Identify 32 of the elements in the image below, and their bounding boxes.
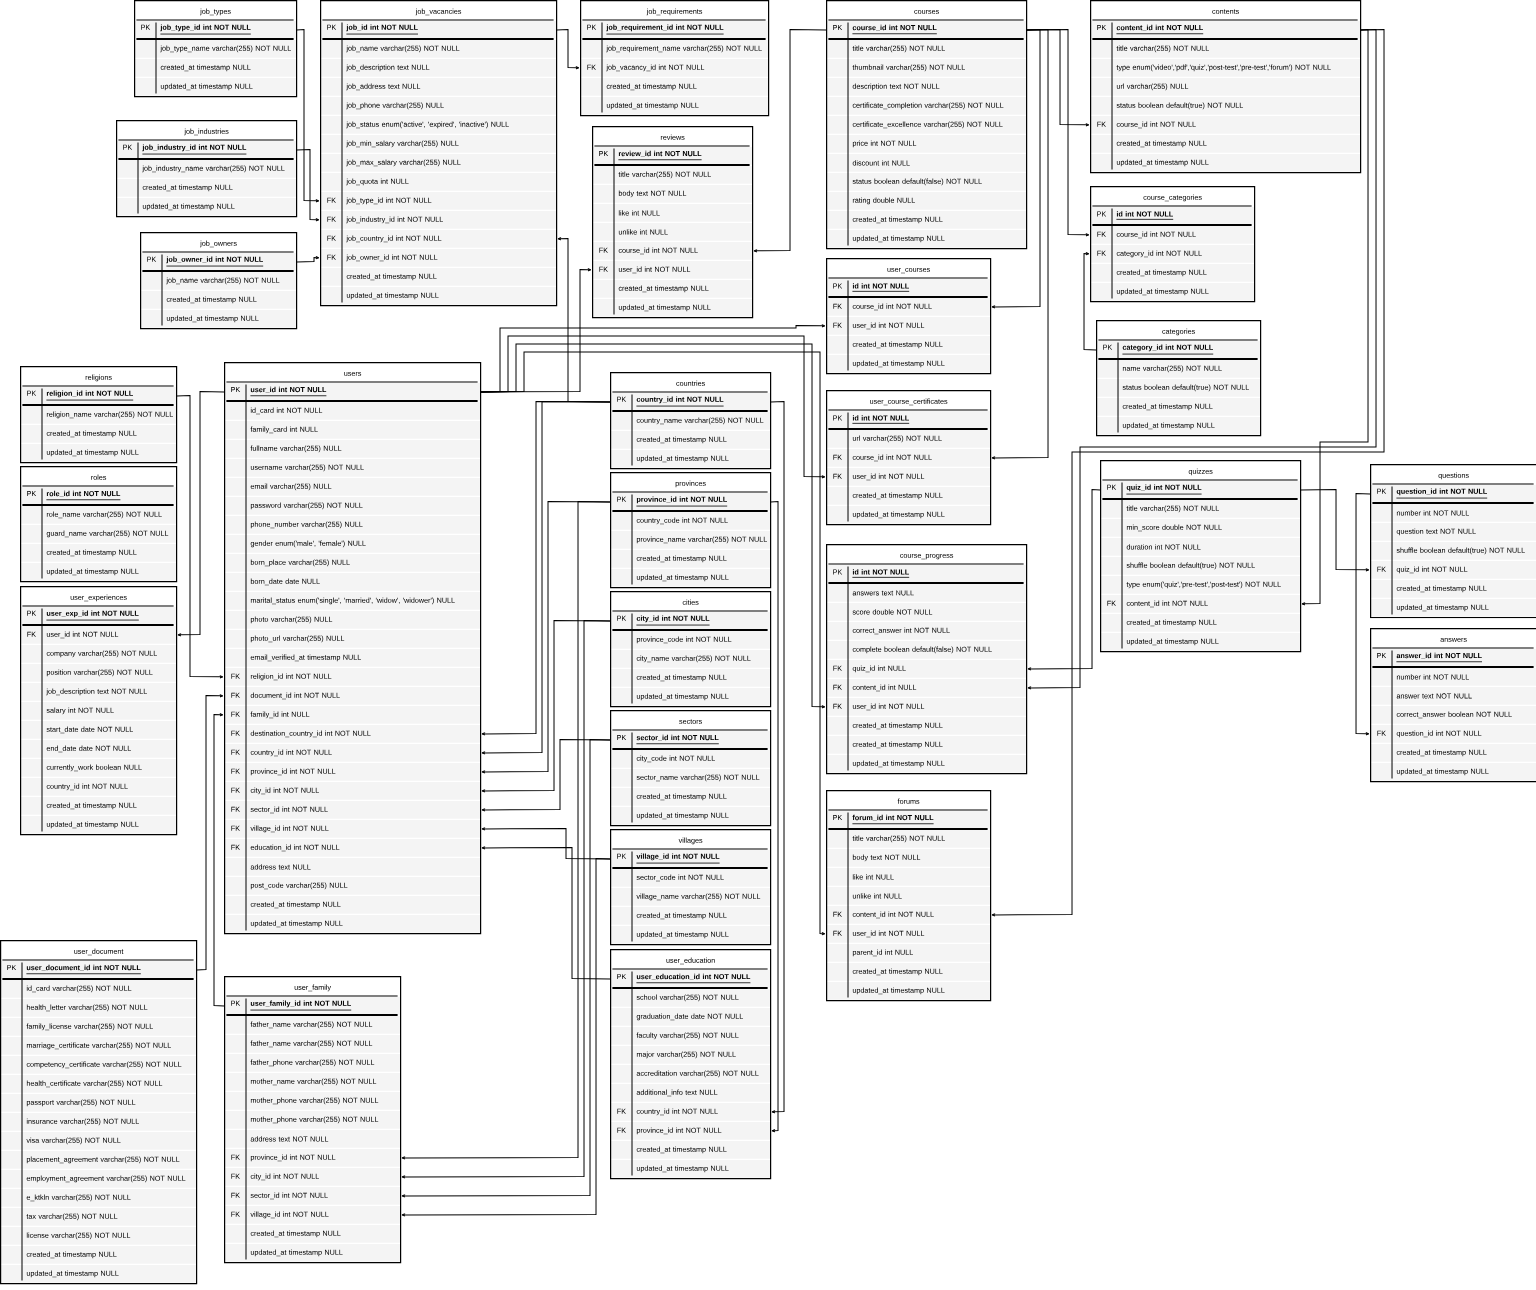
relationship-line (1300, 489, 1370, 572)
relationship-line (480, 268, 592, 393)
relationship-line (991, 29, 1049, 460)
relationship-line (481, 501, 611, 774)
relationship-line (177, 391, 225, 637)
relationship-line (991, 29, 1385, 917)
relationship-line (401, 620, 611, 1179)
relationship-line (296, 256, 320, 263)
relationship-line (176, 395, 224, 679)
relationship-line (556, 29, 580, 70)
relationship-line (481, 846, 611, 980)
relationship-line (1027, 489, 1101, 671)
relationship-line (770, 401, 785, 1114)
relationship-line (753, 29, 827, 253)
relationship-line (991, 29, 1041, 309)
relationship-line (401, 501, 611, 1160)
relationship-line (196, 694, 224, 971)
relationship-line (1027, 29, 1377, 690)
relationship-line (480, 351, 826, 936)
relationship-line (481, 827, 611, 860)
relationship-line (481, 739, 611, 812)
relationship-line (401, 739, 611, 1198)
relationship-line (1026, 29, 1090, 237)
relationship-line (296, 29, 320, 203)
relationship-line (1083, 252, 1097, 351)
relationship-line (1355, 493, 1371, 736)
relationship-line (401, 858, 611, 1217)
relationship-line (1301, 29, 1369, 606)
relationship-line (213, 713, 225, 1007)
relationship-line (296, 149, 320, 222)
relationship-line (481, 620, 611, 793)
relationship-line (770, 501, 779, 1133)
